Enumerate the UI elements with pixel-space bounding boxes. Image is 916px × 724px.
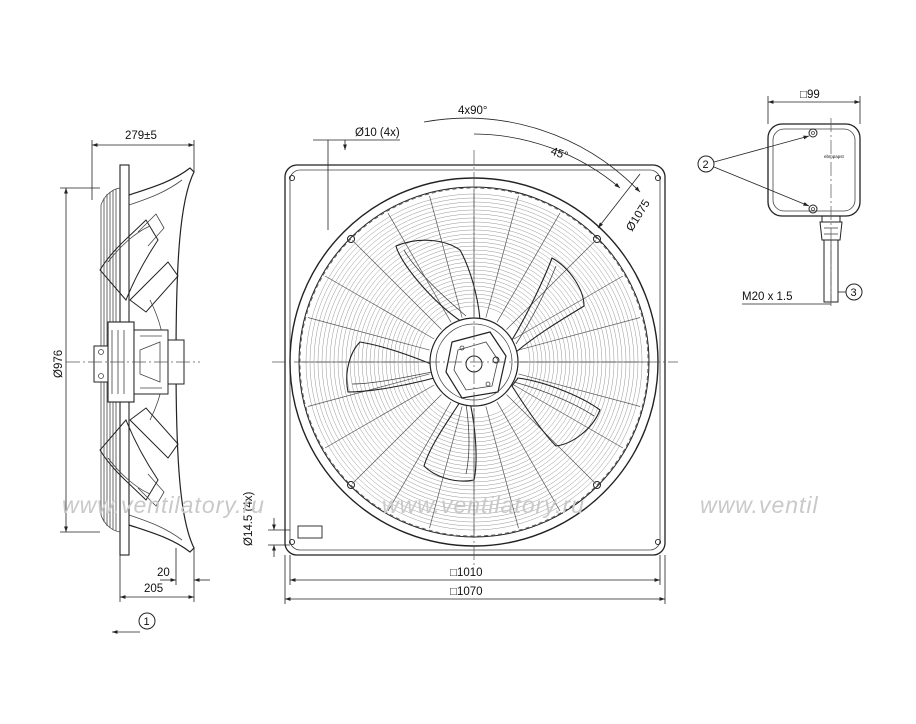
depth-total-label: 279±5 (125, 130, 157, 142)
guard-spoke (387, 401, 452, 512)
callout-1-label: 1 (144, 616, 150, 628)
callout-3-circle (845, 283, 863, 301)
flange-thickness-label: 20 (157, 567, 170, 579)
guard-spoke (352, 240, 442, 330)
guard-spoke (429, 195, 463, 318)
guard-spoke (485, 406, 519, 529)
callout-2-circle (697, 155, 715, 173)
guard-spoke (307, 317, 430, 351)
callout-1-circle (138, 612, 156, 630)
guard-spoke (324, 384, 435, 449)
box-logo: ebmpapst (824, 154, 845, 159)
inner-square-label: □1010 (450, 567, 483, 579)
mount-holes (347, 235, 601, 489)
guard-spoke (513, 384, 624, 449)
guard-spoke (352, 394, 442, 484)
guard-spoke (429, 406, 463, 529)
blade-diameter-label: Ø976 (53, 350, 65, 378)
terminal-box-body (767, 123, 861, 217)
guard-spoke (518, 317, 641, 351)
side-dimensions: 279±5 Ø976 20 205 1 (53, 130, 210, 634)
front-dimensions: Ø10 (4x) 4x90° 45° Ø1075 Ø14.5 (4x) □101… (243, 105, 666, 604)
guard-spoke (307, 373, 430, 407)
guard-spoke (496, 212, 561, 323)
terminal-box-view: ebmpapst □99 2 M20 x 1.5 3 (697, 89, 863, 306)
corner-holes (288, 174, 662, 546)
cable-thread-label: M20 x 1.5 (742, 291, 793, 303)
callout-2-label: 2 (703, 159, 709, 171)
guard-spoke (506, 394, 596, 484)
side-blades (99, 213, 179, 507)
angle-offset-label: 45° (549, 146, 569, 163)
guard-spoke (506, 240, 596, 330)
angle-spacing-label: 4x90° (458, 105, 488, 117)
guard-spoke (324, 275, 435, 340)
slot-diameter-label: Ø14.5 (4x) (243, 492, 255, 546)
terminal-box-size-label: □99 (800, 89, 820, 101)
guard-spoke (518, 373, 641, 407)
watermark-segment-2: www.ventilatory.ru (382, 492, 585, 518)
guard-spoke (496, 401, 561, 512)
rating-label-plate (297, 525, 323, 539)
box-screw-top (808, 128, 818, 138)
guard-spoke (387, 212, 452, 323)
side-view (66, 164, 200, 556)
callout-3-label: 3 (851, 287, 857, 299)
watermark-segment-3: www.ventil (700, 492, 819, 518)
watermark-segment-1: www.ventilatory.ru (62, 492, 265, 518)
hole-diameter-label: Ø10 (4x) (355, 127, 400, 139)
front-view (272, 150, 678, 568)
guard-spokes (302, 190, 646, 534)
watermark: www.ventilatory.ru www.ventilatory.ru ww… (62, 492, 819, 518)
outer-square-label: □1070 (450, 586, 483, 598)
mount-depth-label: 205 (144, 583, 163, 595)
guard-spoke (513, 275, 624, 340)
guard-spoke (485, 195, 519, 318)
box-screw-bottom (808, 204, 818, 214)
